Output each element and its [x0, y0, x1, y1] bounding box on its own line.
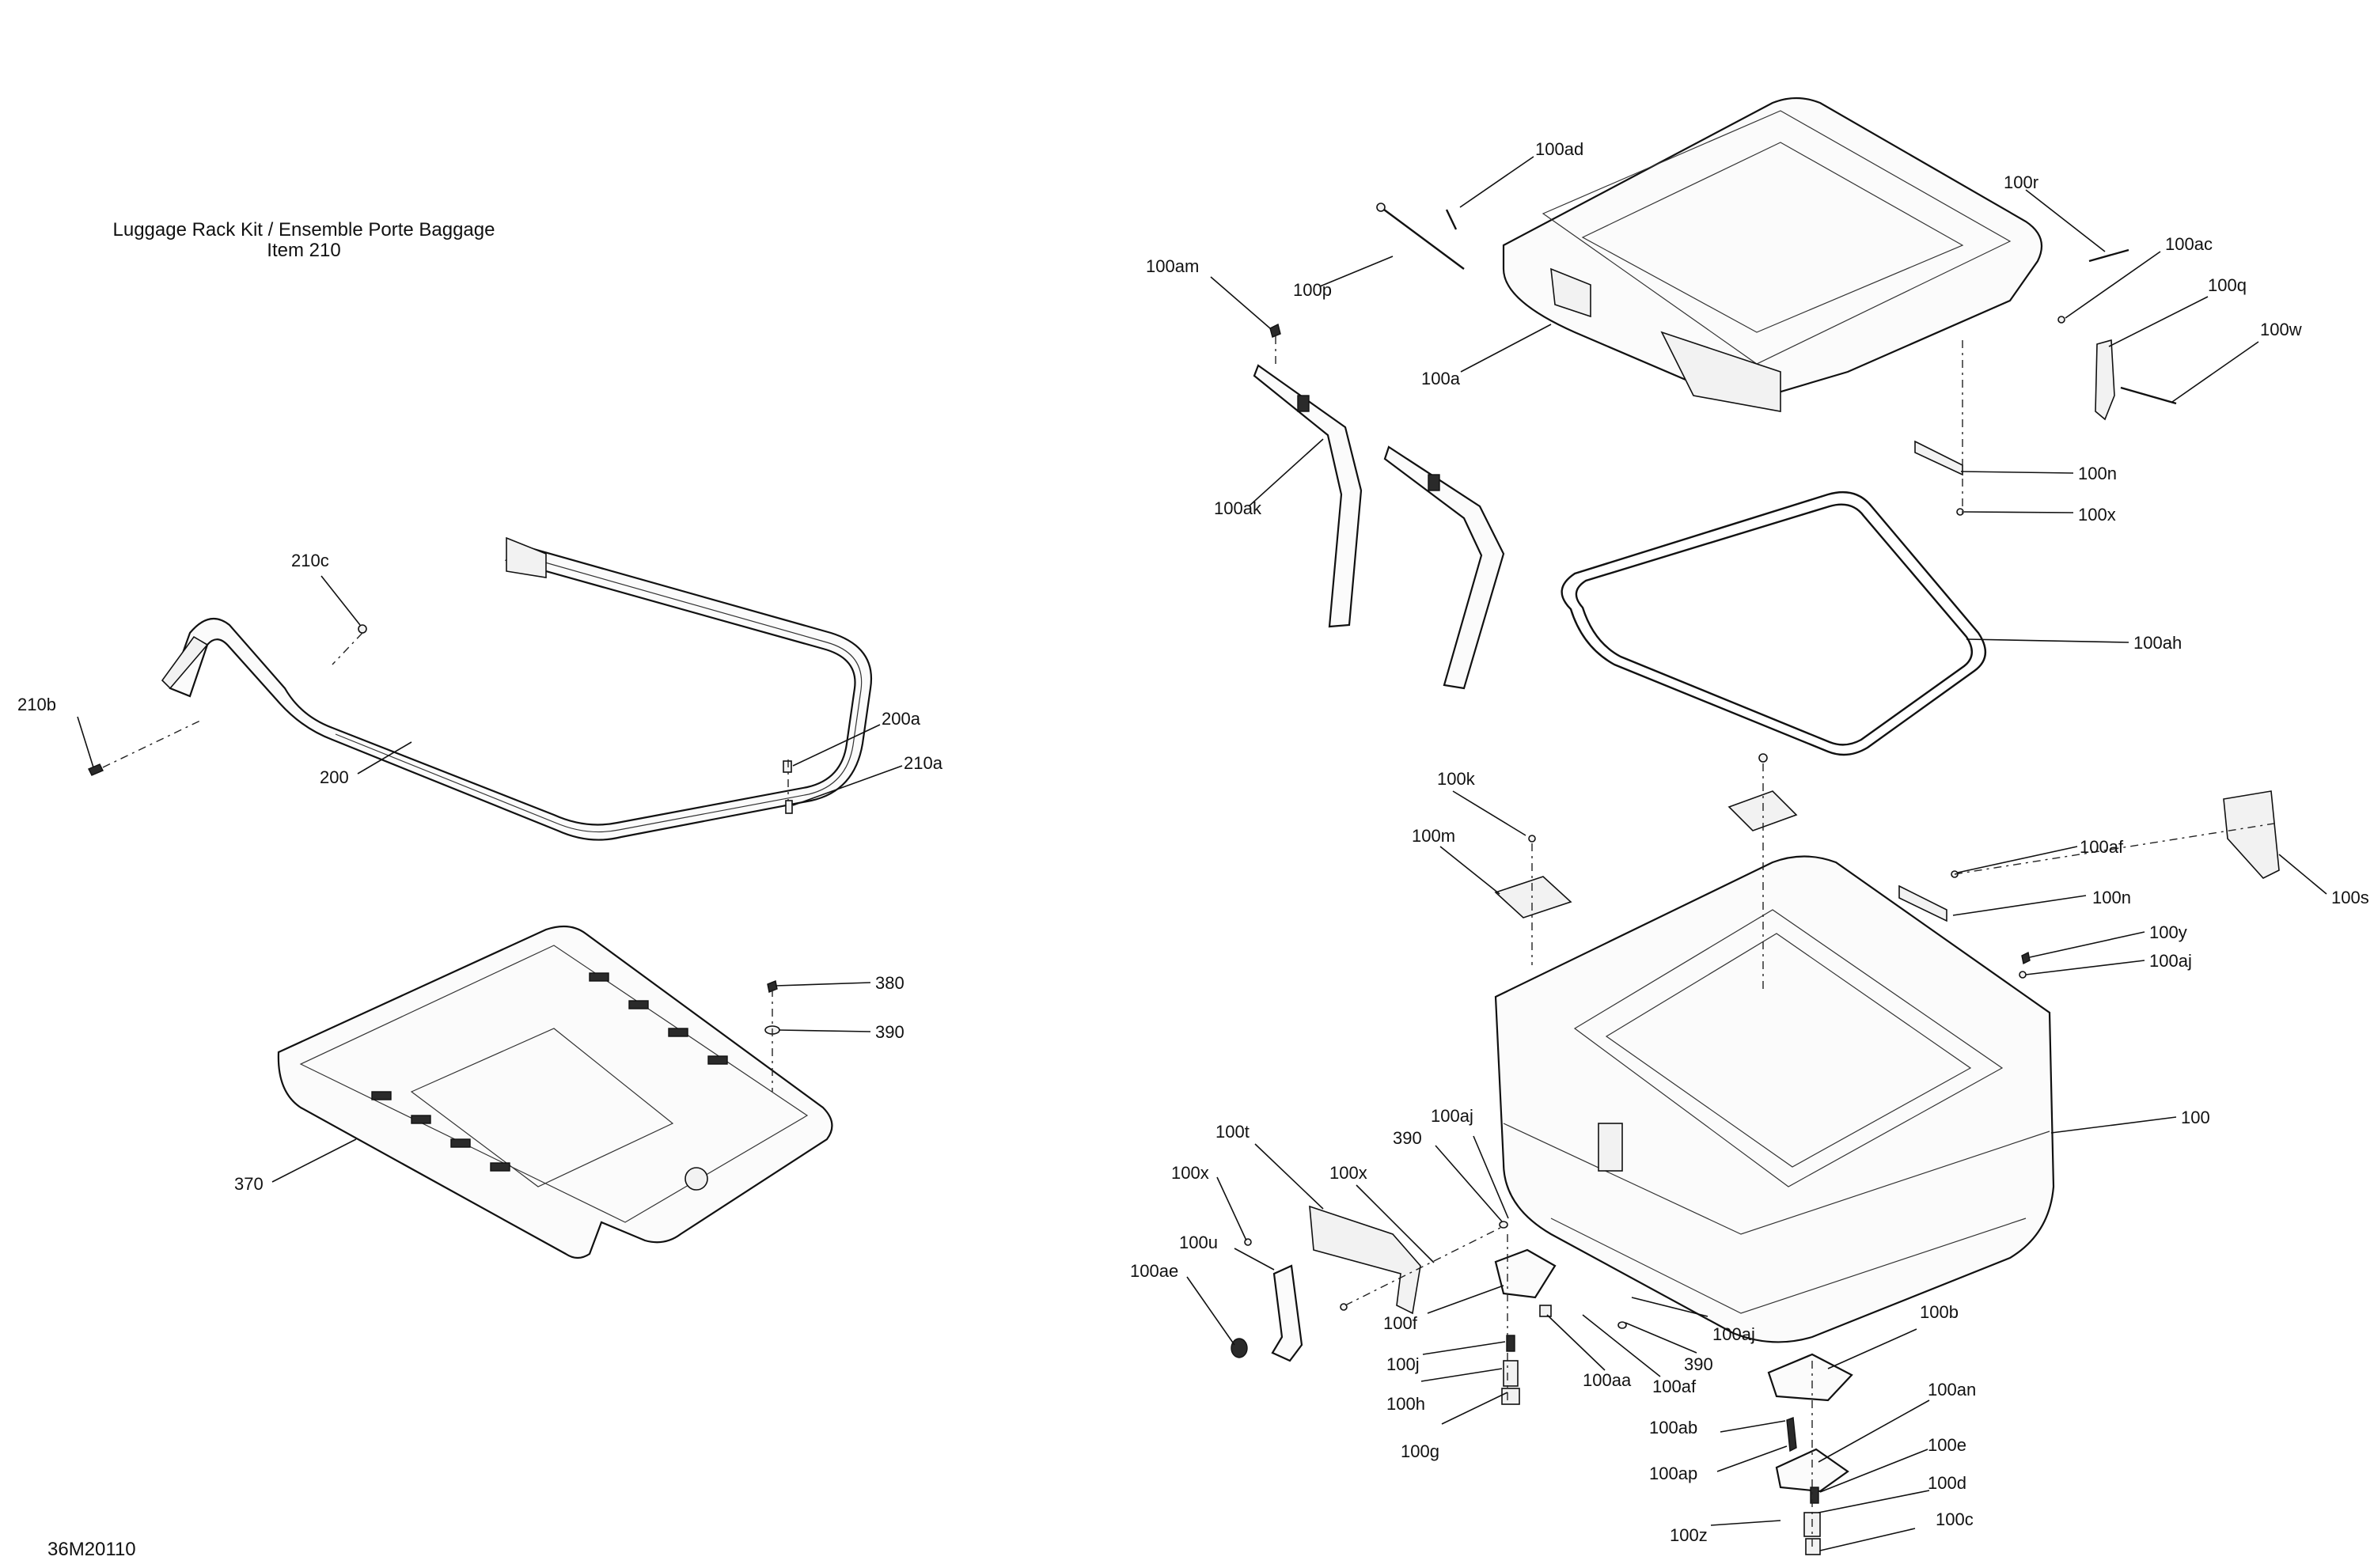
latch-knob-100ae: [1231, 1338, 1248, 1358]
kit-item: Item 210: [267, 240, 340, 261]
callout-100t: 100t: [1215, 1122, 1250, 1142]
lid-screw-100x: [1956, 508, 1964, 516]
callout-100aj: 100aj: [2149, 951, 2192, 971]
callout-100af: 100af: [2080, 837, 2124, 857]
latch-cap-100g: [1501, 1388, 1520, 1405]
callout-100an: 100an: [1928, 1380, 1976, 1399]
lid-hinge-pin-100r: [2088, 248, 2129, 263]
lid-strap-right: [1383, 445, 1505, 690]
callout-100y: 100y: [2149, 922, 2187, 942]
callout-100d: 100d: [1928, 1473, 1966, 1493]
base-plate: [277, 925, 833, 1259]
lid-hinge-pin-100p: [1376, 203, 1465, 270]
callout-210b: 210b: [17, 695, 56, 714]
latch-spring-100j: [1506, 1335, 1515, 1352]
rack-fastener-200a: [783, 760, 792, 773]
box-bracket-100m: [1494, 835, 1572, 918]
callout-100p: 100p: [1293, 280, 1332, 300]
rack-fastener-210a: [785, 800, 793, 814]
callout-100ae: 100ae: [1130, 1261, 1178, 1281]
latch-washer-390: [1499, 1221, 1627, 1329]
callout-100aj: 100aj: [1431, 1106, 1473, 1126]
lid-bracket-100n: [1914, 440, 1963, 476]
latch-pin-100ab: [1786, 1417, 1797, 1452]
callout-100x: 100x: [1171, 1163, 1209, 1183]
callout-100ap: 100ap: [1649, 1464, 1697, 1483]
callout-100n: 100n: [2092, 888, 2131, 907]
callout-100s: 100s: [2331, 888, 2369, 907]
callout-100am: 100am: [1146, 256, 1199, 276]
latch-spring-100d: [1810, 1487, 1819, 1504]
callout-100ad: 100ad: [1535, 139, 1583, 159]
box-screw-100y: [2021, 951, 2031, 965]
latch-housing-100e: [1775, 1448, 1849, 1493]
callout-100b: 100b: [1920, 1302, 1959, 1322]
callout-100a: 100a: [1421, 369, 1461, 388]
callout-100aa: 100aa: [1583, 1370, 1632, 1390]
rack-fastener-210c: [358, 624, 367, 634]
callout-380: 380: [875, 973, 904, 993]
strap-screw-100am: [1269, 323, 1281, 338]
callout-100x: 100x: [2078, 505, 2116, 525]
callout-100j: 100j: [1386, 1354, 1420, 1374]
latch-body-100f: [1494, 1248, 1557, 1299]
lid-clip-100ad: [1445, 209, 1458, 230]
callout-labels: 210c 210b 200 200a 210a 380 390 370 100a…: [17, 139, 2369, 1545]
callout-100r: 100r: [2004, 172, 2038, 192]
callout-100ac: 100ac: [2165, 234, 2213, 254]
callout-100u: 100u: [1179, 1233, 1218, 1252]
kit-title: Luggage Rack Kit / Ensemble Porte Baggag…: [113, 219, 495, 241]
callout-100q: 100q: [2208, 275, 2247, 295]
latch-arm-100u: [1271, 1264, 1303, 1362]
box-lid: [1502, 97, 2043, 412]
lid-clip-100ac: [2057, 316, 2065, 324]
lid-latch-100q: [2095, 339, 2115, 421]
storage-box: [1494, 855, 2055, 1343]
callout-100z: 100z: [1670, 1525, 1708, 1545]
box-screw-100aj: [2019, 971, 2027, 979]
callout-100w: 100w: [2260, 320, 2302, 339]
latch-body-100b: [1767, 1353, 1853, 1402]
latch-insert-100h: [1503, 1360, 1519, 1387]
callout-100: 100: [2181, 1108, 2210, 1127]
callout-100c: 100c: [1936, 1509, 1974, 1529]
callout-100e: 100e: [1928, 1435, 1966, 1455]
box-bracket-100n: [1898, 884, 1947, 922]
leader-lines: [77, 156, 2327, 1551]
lid-seal: [1561, 491, 1986, 756]
box-bracket-100s: [2223, 790, 2280, 879]
callout-100aj: 100aj: [1712, 1324, 1755, 1344]
luggage-rack-bar: [161, 536, 873, 841]
callout-100ah: 100ah: [2133, 633, 2182, 653]
callout-100x: 100x: [1329, 1163, 1367, 1183]
callout-100ab: 100ab: [1649, 1418, 1697, 1437]
latch-bracket-100t: [1309, 1205, 1421, 1315]
callout-100n: 100n: [2078, 464, 2117, 483]
callout-210c: 210c: [291, 551, 329, 570]
callout-390: 390: [1684, 1354, 1713, 1374]
callout-210a: 210a: [904, 753, 943, 773]
lid-strap-left: [1253, 364, 1363, 628]
callout-100af: 100af: [1652, 1377, 1697, 1396]
latch-screw-100aa: [1539, 1305, 1552, 1317]
base-plate-screw-380: [767, 980, 778, 993]
callout-100g: 100g: [1401, 1441, 1439, 1461]
callout-200a: 200a: [882, 709, 921, 729]
callout-370: 370: [234, 1174, 264, 1194]
callout-100m: 100m: [1412, 826, 1455, 846]
callout-390: 390: [875, 1022, 904, 1042]
callout-100f: 100f: [1383, 1313, 1418, 1333]
callout-200: 200: [320, 767, 349, 787]
callout-100k: 100k: [1437, 769, 1476, 789]
callout-100ak: 100ak: [1214, 498, 1262, 518]
rack-fastener-210b: [88, 763, 104, 776]
callout-100h: 100h: [1386, 1394, 1425, 1414]
drawing-number: 36M20110: [47, 1539, 136, 1560]
callout-390: 390: [1393, 1128, 1422, 1148]
lid-pin-100w: [2120, 386, 2177, 405]
